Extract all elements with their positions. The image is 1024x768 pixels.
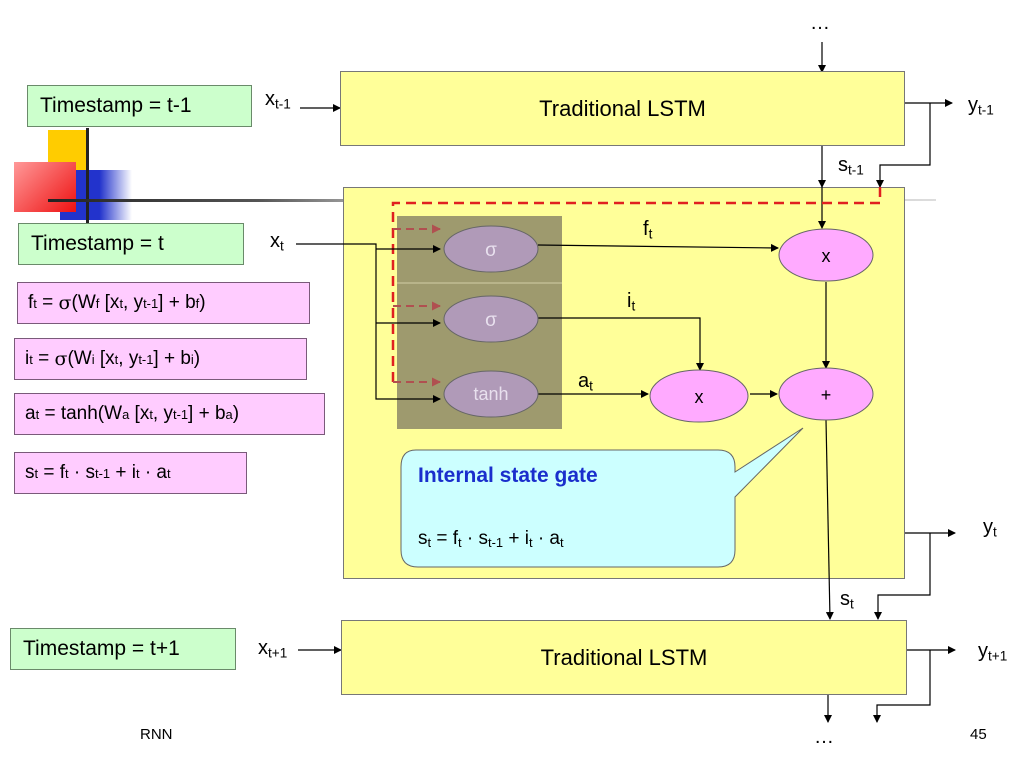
timestamp-prev-label: Timestamp = t-1 xyxy=(40,94,192,117)
f-to-mult-arrow xyxy=(537,243,779,252)
lstm-block-bottom: Traditional LSTM xyxy=(341,620,907,695)
top-ellipsis: … xyxy=(810,12,830,34)
lstm-block-bottom-label: Traditional LSTM xyxy=(540,644,708,670)
i-label: it xyxy=(627,290,636,314)
multiply-gate-mid: x xyxy=(649,369,749,423)
x-curr-label: xt xyxy=(270,230,284,254)
sigma-gate-1: σ xyxy=(443,225,539,273)
i-to-mult-arrow xyxy=(538,317,704,371)
callout-equation: st = ft · st-1 + it · at xyxy=(418,528,564,551)
s-curr-arrow xyxy=(825,419,834,620)
x-prev-label: xt-1 xyxy=(265,88,291,112)
peephole-dashed-line xyxy=(391,187,882,383)
x-curr-to-tanh xyxy=(343,243,441,403)
page-number: 45 xyxy=(970,726,987,743)
a-label: at xyxy=(578,370,593,394)
timestamp-prev: Timestamp = t-1 xyxy=(27,85,252,127)
y-curr-label: yt xyxy=(983,516,997,540)
f-label: ft xyxy=(643,218,653,242)
sigma-gate-2-label: σ xyxy=(485,310,497,331)
y-next-label: yt+1 xyxy=(978,640,1008,664)
y-next-feedback-arrow xyxy=(873,650,931,723)
footer-title: RNN xyxy=(140,726,173,743)
add-gate-label: + xyxy=(821,385,832,405)
timestamp-next-label: Timestamp = t+1 xyxy=(23,637,180,660)
timestamp-curr-label: Timestamp = t xyxy=(31,232,164,255)
s-curr-label: st xyxy=(840,588,854,612)
multiply-gate-top-label: x xyxy=(822,246,831,266)
multiply-gate-mid-label: x xyxy=(695,387,704,407)
ornament-horizontal-line xyxy=(48,199,348,202)
y-curr-feedback-arrow xyxy=(874,533,931,620)
sigma-gate-1-label: σ xyxy=(485,240,497,261)
timestamp-next: Timestamp = t+1 xyxy=(10,628,236,670)
gate-group-separator xyxy=(397,282,562,284)
multiply-gate-top: x xyxy=(778,228,874,282)
tanh-gate: tanh xyxy=(443,370,539,418)
y-prev-label: yt-1 xyxy=(968,94,994,118)
x-next-label: xt+1 xyxy=(258,637,288,661)
tanh-gate-label: tanh xyxy=(473,384,508,404)
callout-title: Internal state gate xyxy=(418,464,598,487)
y-prev-feedback-arrow xyxy=(876,103,931,188)
s-prev-label: st-1 xyxy=(838,154,864,178)
timestamp-curr: Timestamp = t xyxy=(18,223,244,265)
sigma-gate-2: σ xyxy=(443,295,539,343)
lstm-block-top-label: Traditional LSTM xyxy=(539,95,706,121)
bottom-ellipsis: … xyxy=(814,726,834,748)
ornament-vertical-line xyxy=(86,128,89,224)
ornament-red-block xyxy=(14,162,76,212)
add-gate: + xyxy=(778,367,874,421)
lstm-block-top: Traditional LSTM xyxy=(340,71,905,146)
